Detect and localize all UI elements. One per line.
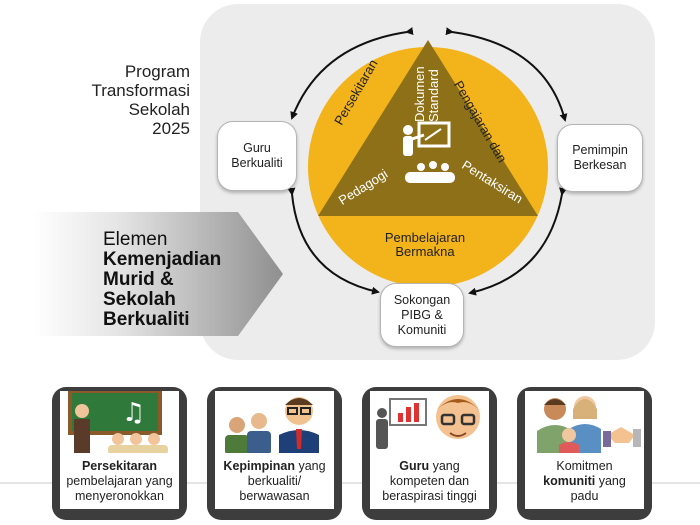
family-handshake-icon [525, 391, 644, 455]
title-line-2: Transformasi [91, 81, 190, 100]
card-4-line-1: Komitmen [556, 458, 613, 473]
banner-text: Elemen Kemenjadian Murid & Sekolah Berku… [103, 230, 263, 330]
program-title: Program Transformasi Sekolah 2025 [60, 62, 190, 138]
teacher-board-icon [403, 121, 455, 183]
teacher-presentation-icon [370, 391, 489, 455]
dokumen-line-2: Standard [426, 69, 441, 122]
card-3-line-3: beraspirasi tinggi [382, 488, 477, 503]
card-persekitaran: ♫ Persekitaran pembelajaran yang menyero… [52, 387, 187, 520]
inner-triangle [318, 40, 538, 216]
sokongan-line-2: PIBG & [401, 307, 443, 322]
card-guru: Guru yang kompeten dan beraspirasi tingg… [362, 387, 497, 520]
arrow-bottom-right [468, 187, 567, 296]
card-1-line-2: pembelajaran yang [66, 473, 173, 488]
elemen-arrow-banner [33, 212, 283, 336]
title-line-4: 2025 [152, 119, 190, 138]
card-komuniti: Komitmen komuniti yang padu [517, 387, 652, 520]
arrow-top-left [290, 27, 414, 120]
card-4-line-3: padu [570, 488, 599, 503]
label-pembelajaran-bermakna: Pembelajaran Bermakna [365, 231, 485, 259]
banner-line-2: Kemenjadian [103, 249, 222, 270]
card-4-rest-1: yang [595, 473, 626, 488]
card-komuniti-text: Komitmen komuniti yang padu [525, 453, 644, 509]
guru-line-1: Guru [243, 141, 271, 155]
card-3-line-2: kompeten dan [389, 473, 470, 488]
pembelajaran-line-1: Pembelajaran [384, 230, 466, 245]
card-3-line-1: Guru yang [399, 459, 459, 474]
node-guru-berkualiti: Guru Berkualiti [217, 121, 297, 191]
svg-text:♫: ♫ [122, 398, 145, 428]
dokumen-line-1: Dokumen [412, 66, 427, 122]
card-4-line-2: komuniti yang [543, 474, 626, 489]
pemimpin-line-2: Berkesan [573, 158, 627, 172]
leader-team-icon [215, 391, 334, 455]
card-2-line-1: Kepimpinan yang [223, 459, 325, 474]
sokongan-line-1: Sokongan [393, 292, 451, 307]
card-1-bold: Persekitaran [81, 458, 158, 473]
banner-line-4: Sekolah [103, 289, 176, 310]
arrow-bottom-left [287, 187, 380, 295]
card-2-bold: Kepimpinan [223, 458, 295, 473]
pemimpin-line-1: Pemimpin [572, 143, 628, 157]
card-kepimpinan-text: Kepimpinan yang berkualiti/ berwawasan [215, 453, 334, 509]
title-line-3: Sekolah [128, 100, 190, 119]
card-2-line-3: berwawasan [239, 488, 310, 503]
node-sokongan-pibg: Sokongan PIBG & Komuniti [380, 283, 464, 347]
card-3-rest-1: yang [429, 458, 460, 473]
guru-line-2: Berkualiti [231, 156, 283, 170]
card-2-rest-1: yang [294, 458, 326, 473]
title-line-1: Program [124, 62, 190, 81]
classroom-music-icon: ♫ [60, 391, 179, 455]
node-pemimpin-berkesan: Pemimpin Berkesan [557, 124, 643, 192]
arrow-top-right [445, 27, 568, 122]
banner-line-3: Murid & [103, 269, 174, 290]
card-persekitaran-text: Persekitaran pembelajaran yang menyerono… [60, 453, 179, 509]
card-guru-text: Guru yang kompeten dan beraspirasi tingg… [370, 453, 489, 509]
sokongan-line-3: Komuniti [397, 322, 447, 337]
banner-line-1: Elemen [103, 229, 168, 250]
card-1-line-3: menyeronokkan [75, 488, 164, 503]
card-kepimpinan: Kepimpinan yang berkualiti/ berwawasan [207, 387, 342, 520]
card-4-bold: komuniti [543, 473, 596, 488]
card-2-line-2: berkualiti/ [247, 473, 302, 488]
banner-line-5: Berkualiti [103, 309, 190, 330]
pembelajaran-line-2: Bermakna [395, 244, 455, 259]
footer-divider [0, 482, 700, 484]
card-3-bold: Guru [399, 458, 430, 473]
